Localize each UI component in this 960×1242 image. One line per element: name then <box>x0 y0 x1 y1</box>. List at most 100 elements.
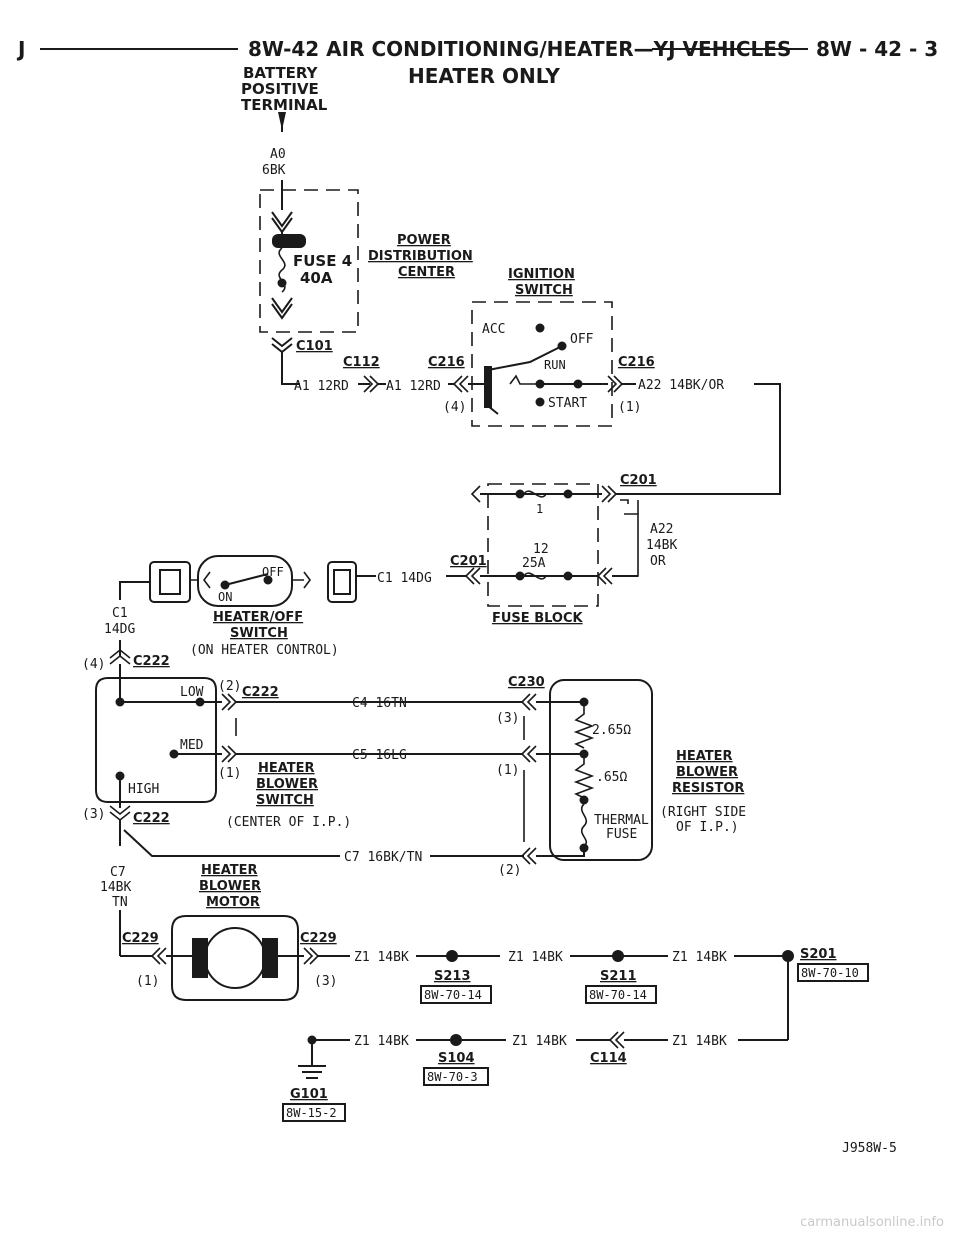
connector-c101: C101 <box>296 339 333 354</box>
splice-s213: S213 <box>434 969 471 984</box>
pin-c216-4: (4) <box>443 400 466 415</box>
heater-switch-on-label: ON <box>218 590 232 604</box>
wire-a1-run: A1 12RD C112 A1 12RD C216 (4) <box>281 352 484 415</box>
ignition-off-label: OFF <box>570 332 594 347</box>
blower-switch-high-label: HIGH <box>128 782 159 797</box>
connector-c222-middle: C222 <box>242 685 279 700</box>
battery-positive-terminal: BATTERY POSITIVE TERMINAL A0 6BK <box>241 64 328 210</box>
heater-blower-switch: LOW (2) C222 C4 16TN MED (1) C5 16LG HIG… <box>82 664 524 865</box>
ignition-start-label: START <box>548 396 587 411</box>
wire-c7-vertical-1: C7 <box>110 865 126 880</box>
fuse-1-label: 1 <box>536 502 543 516</box>
motor-title-2: BLOWER <box>199 879 261 894</box>
resistor-title-3: RESISTOR <box>672 781 744 796</box>
pin-c222-1: (1) <box>218 766 241 781</box>
blower-switch-low-label: LOW <box>180 685 204 700</box>
resistor-note-2: OF I.P.) <box>676 820 739 835</box>
fuse-block-title: FUSE BLOCK <box>492 611 584 626</box>
wire-c1-vertical-1: C1 <box>112 606 128 621</box>
ground-g101: G101 <box>290 1087 328 1102</box>
ignition-switch: IGNITION SWITCH ACC OFF RUN START C216 (… <box>471 267 781 495</box>
resistor-note-1: (RIGHT SIDE <box>660 805 746 820</box>
ignition-switch-title-1: IGNITION <box>508 267 575 282</box>
ignition-acc-label: ACC <box>482 322 505 337</box>
splice-s104-ref: 8W-70-3 <box>427 1070 478 1084</box>
splice-s211-ref: 8W-70-14 <box>589 988 647 1002</box>
splice-s104: S104 <box>438 1051 475 1066</box>
wire-c4-label: C4 16TN <box>352 696 407 711</box>
wire-c7-vertical-3: TN <box>112 895 128 910</box>
page-header: J 8W-42 AIR CONDITIONING/HEATER—YJ VEHIC… <box>16 37 938 88</box>
heater-switch-note: (ON HEATER CONTROL) <box>190 643 339 658</box>
motor-title-3: MOTOR <box>206 895 260 910</box>
wire-a22-label: A22 14BK/OR <box>638 378 724 393</box>
battery-label-2: POSITIVE <box>241 80 319 98</box>
wire-a22-vertical-3: OR <box>650 554 666 569</box>
connector-c112: C112 <box>343 355 380 370</box>
pdc-label-3: CENTER <box>398 265 455 280</box>
pin-c216-1: (1) <box>618 400 641 415</box>
wire-c1-vertical-2: 14DG <box>104 622 135 637</box>
resistor-0-65-label: .65Ω <box>596 770 627 785</box>
fuse-4-label: FUSE 4 <box>293 252 352 270</box>
pin-c229-1: (1) <box>136 974 159 989</box>
fuse-block: C201 1 A22 14BK OR C201 12 25A FUSE BLOC… <box>446 473 677 626</box>
wire-a1-label-1: A1 12RD <box>294 379 349 394</box>
blower-switch-note: (CENTER OF I.P.) <box>226 815 351 830</box>
pin-c222-3: (3) <box>82 807 105 822</box>
ignition-run-label: RUN <box>544 358 566 372</box>
pin-c230-2: (2) <box>498 863 521 878</box>
splice-s213-ref: 8W-70-14 <box>424 988 482 1002</box>
splice-s211: S211 <box>600 969 637 984</box>
wire-z1-label-4: Z1 14BK <box>354 1034 409 1049</box>
ground-circuit: Z1 14BK S213 8W-70-14 Z1 14BK S211 8W-70… <box>282 947 869 1122</box>
resistor-title-1: HEATER <box>676 749 733 764</box>
wire-a22-vertical-2: 14BK <box>646 538 677 553</box>
blower-switch-title-3: SWITCH <box>256 793 314 808</box>
fuse-12-rating: 25A <box>522 556 546 571</box>
pin-c222-2: (2) <box>218 679 241 694</box>
pin-c230-3: (3) <box>496 711 519 726</box>
pin-c229-3: (3) <box>314 974 337 989</box>
figure-id: J958W-5 <box>842 1141 897 1156</box>
connector-c201-top: C201 <box>620 473 657 488</box>
heater-off-switch: C1 14DG OFF ON C1 14DG HEATER/OFF SWITCH… <box>82 555 432 672</box>
blower-switch-med-label: MED <box>180 738 204 753</box>
watermark-text: carmanualsonline.info <box>800 1215 944 1230</box>
splice-s213-dot <box>446 950 458 962</box>
pin-c222-4: (4) <box>82 657 105 672</box>
connector-c216-right: C216 <box>618 355 655 370</box>
resistor-2-65-label: 2.65Ω <box>592 723 631 738</box>
thermal-fuse-label-2: FUSE <box>606 827 637 842</box>
splice-s201: S201 <box>800 947 837 962</box>
header-subtitle: HEATER ONLY <box>408 64 560 88</box>
power-distribution-center: FUSE 4 40A POWER DISTRIBUTION CENTER C10… <box>259 189 473 354</box>
wire-a22-vertical-1: A22 <box>650 522 673 537</box>
header-page-number: 8W - 42 - 3 <box>816 37 938 61</box>
watermark-bar: carmanualsonline.info <box>0 1202 960 1242</box>
heater-blower-motor: C7 14BK TN HEATER BLOWER MOTOR C229 (1) … <box>100 863 350 1001</box>
fuse-4-rating: 40A <box>300 269 333 287</box>
ground-g101-ref: 8W-15-2 <box>286 1106 337 1120</box>
wire-c1-label: C1 14DG <box>377 571 432 586</box>
wire-z1-label-1: Z1 14BK <box>354 950 409 965</box>
wire-z1-label-3: Z1 14BK <box>672 950 727 965</box>
wire-a1-label-2: A1 12RD <box>386 379 441 394</box>
wire-z1-label-5: Z1 14BK <box>512 1034 567 1049</box>
resistor-title-2: BLOWER <box>676 765 738 780</box>
heater-blower-resistor: C230 (3) 2.65Ω (1) .65Ω THERMAL FUSE (2)… <box>420 675 746 878</box>
connector-c229-left: C229 <box>122 931 159 946</box>
connector-c222-top: C222 <box>133 654 170 669</box>
wire-c7-vertical-2: 14BK <box>100 880 131 895</box>
connector-c222-bottom: C222 <box>133 811 170 826</box>
blower-switch-title-1: HEATER <box>258 761 315 776</box>
wire-c5-label: C5 16LG <box>352 748 407 763</box>
ignition-lever <box>484 366 492 408</box>
pin-c230-1: (1) <box>496 763 519 778</box>
heater-switch-off-label: OFF <box>262 565 284 579</box>
wire-c7-label: C7 16BK/TN <box>344 850 422 865</box>
connector-c201-bottom: C201 <box>450 554 487 569</box>
splice-s104-dot <box>450 1034 462 1046</box>
battery-label-3: TERMINAL <box>241 96 328 114</box>
